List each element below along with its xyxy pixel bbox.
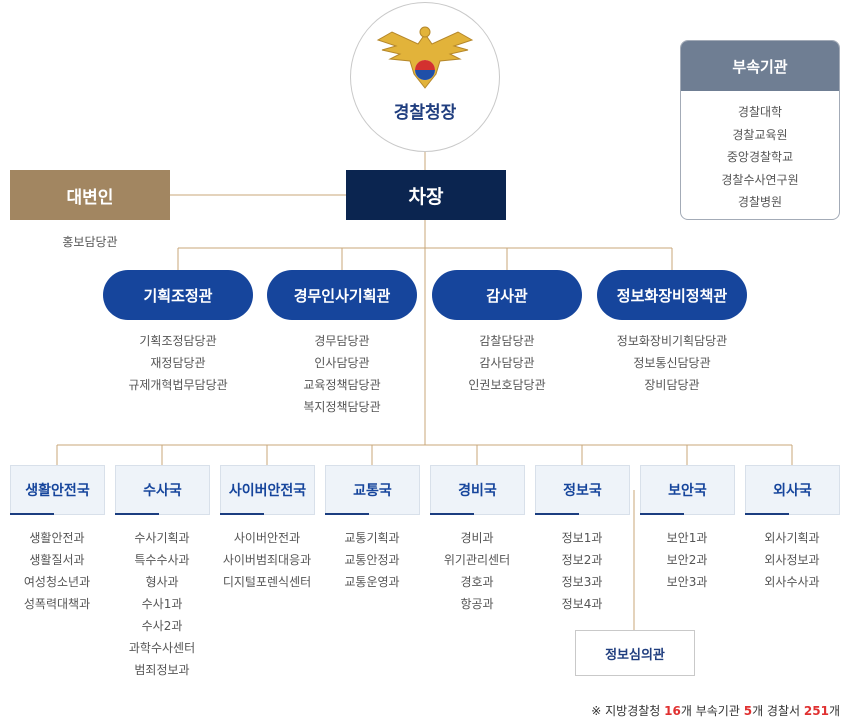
- office-item: 정보통신담당관: [633, 356, 711, 370]
- division-item: 교통기획과: [344, 531, 400, 545]
- deputy-commissioner-box[interactable]: 차장: [346, 170, 506, 220]
- office-personnel-planning-list: 경무담당관 인사담당관 교육정책담당관 복지정책담당관: [257, 330, 427, 418]
- bureau-underline: [325, 513, 369, 515]
- office-item: 규제개혁법무담당관: [128, 378, 228, 392]
- affiliated-agencies-panel: 부속기관 경찰대학 경찰교육원 중앙경찰학교 경찰수사연구원 경찰병원: [680, 40, 840, 220]
- division-item: 여성청소년과: [23, 575, 91, 589]
- intelligence-review-officer-box[interactable]: 정보심의관: [575, 630, 695, 676]
- footnote-count-affiliated: 5: [743, 704, 753, 718]
- division-item: 교통운영과: [344, 575, 400, 589]
- office-item: 정보화장비기획담당관: [616, 334, 728, 348]
- affiliated-agency-item[interactable]: 경찰교육원: [732, 127, 788, 142]
- division-item: 특수수사과: [134, 553, 190, 567]
- division-item: 정보2과: [561, 553, 603, 567]
- bureau-underline: [430, 513, 474, 515]
- division-item: 경비과: [460, 531, 494, 545]
- office-item: 감찰담당관: [479, 334, 535, 348]
- division-item: 보안3과: [666, 575, 708, 589]
- bureau-foreign-affairs-list: 외사기획과 외사정보과 외사수사과: [732, 527, 850, 593]
- office-item: 장비담당관: [644, 378, 700, 392]
- bureau-community-safety-list: 생활안전과 생활질서과 여성청소년과 성폭력대책과: [0, 527, 117, 615]
- spokesman-box[interactable]: 대변인: [10, 170, 170, 220]
- division-item: 정보4과: [561, 597, 603, 611]
- bureau-public-security[interactable]: 보안국: [640, 465, 735, 515]
- footnote-count-regional: 16: [664, 704, 681, 718]
- bureau-security[interactable]: 경비국: [430, 465, 525, 515]
- office-item: 감사담당관: [479, 356, 535, 370]
- division-item: 수사기획과: [134, 531, 190, 545]
- footnote-prefix: ※ 지방경찰청: [591, 704, 661, 718]
- division-item: 수사2과: [141, 619, 183, 633]
- office-planning-coordination[interactable]: 기획조정관: [103, 270, 253, 320]
- bureau-intelligence[interactable]: 정보국: [535, 465, 630, 515]
- division-item: 과학수사센터: [128, 641, 196, 655]
- spokesman-item: 홍보담당관: [62, 234, 118, 249]
- affiliated-agency-item[interactable]: 중앙경찰학교: [726, 150, 794, 164]
- division-item: 외사수사과: [764, 575, 820, 589]
- office-audit[interactable]: 감사관: [432, 270, 582, 320]
- bureau-underline: [10, 513, 54, 515]
- division-item: 사이버안전과: [233, 531, 301, 545]
- office-item: 경무담당관: [314, 334, 370, 348]
- police-eagle-emblem-icon: [376, 26, 474, 89]
- bureau-investigation[interactable]: 수사국: [115, 465, 210, 515]
- office-it-equipment-policy[interactable]: 정보화장비정책관: [597, 270, 747, 320]
- division-item: 경호과: [460, 575, 494, 589]
- division-item: 형사과: [145, 575, 179, 589]
- bureau-underline: [640, 513, 684, 515]
- division-item: 디지털포렌식센터: [222, 575, 312, 589]
- office-personnel-planning[interactable]: 경무인사기획관: [267, 270, 417, 320]
- office-item: 인사담당관: [314, 356, 370, 370]
- office-audit-list: 감찰담당관 감사담당관 인권보호담당관: [422, 330, 592, 396]
- bureau-investigation-list: 수사기획과 특수수사과 형사과 수사1과 수사2과 과학수사센터 범죄정보과: [102, 527, 222, 681]
- bureau-underline: [535, 513, 579, 515]
- division-item: 정보1과: [561, 531, 603, 545]
- affiliated-agency-item[interactable]: 경찰대학: [737, 105, 783, 119]
- affiliated-agencies-title: 부속기관: [681, 41, 839, 91]
- footnote-count-stations: 251: [803, 704, 829, 718]
- bureau-underline: [220, 513, 264, 515]
- bureau-foreign-affairs[interactable]: 외사국: [745, 465, 840, 515]
- footnote-text: 개 경찰서: [752, 704, 801, 718]
- bureau-underline: [115, 513, 159, 515]
- division-item: 보안1과: [666, 531, 708, 545]
- bureau-community-safety[interactable]: 생활안전국: [10, 465, 105, 515]
- division-item: 생활안전과: [29, 531, 85, 545]
- office-item: 복지정책담당관: [303, 400, 381, 414]
- affiliated-agency-item[interactable]: 경찰병원: [737, 195, 783, 209]
- division-item: 외사정보과: [764, 553, 820, 567]
- bureau-traffic[interactable]: 교통국: [325, 465, 420, 515]
- division-item: 범죄정보과: [134, 663, 190, 677]
- division-item: 생활질서과: [29, 553, 85, 567]
- division-item: 교통안정과: [344, 553, 400, 567]
- bureau-cyber-safety-list: 사이버안전과 사이버범죄대응과 디지털포렌식센터: [207, 527, 327, 593]
- office-planning-coordination-list: 기획조정담당관 재정담당관 규제개혁법무담당관: [93, 330, 263, 396]
- division-item: 외사기획과: [764, 531, 820, 545]
- division-item: 수사1과: [141, 597, 183, 611]
- commissioner-label: 경찰청장: [393, 102, 457, 123]
- division-item: 정보3과: [561, 575, 603, 589]
- bureau-underline: [745, 513, 789, 515]
- office-item: 재정담당관: [150, 356, 206, 370]
- affiliated-agencies-list: 경찰대학 경찰교육원 중앙경찰학교 경찰수사연구원 경찰병원: [681, 101, 839, 214]
- affiliated-agency-item[interactable]: 경찰수사연구원: [721, 172, 799, 187]
- bureau-intelligence-list: 정보1과 정보2과 정보3과 정보4과: [522, 527, 642, 615]
- division-item: 사이버범죄대응과: [222, 553, 312, 567]
- office-item: 인권보호담당관: [468, 378, 546, 392]
- bureau-cyber-safety[interactable]: 사이버안전국: [220, 465, 315, 515]
- bureau-public-security-list: 보안1과 보안2과 보안3과: [627, 527, 747, 593]
- bureau-security-list: 경비과 위기관리센터 경호과 항공과: [417, 527, 537, 615]
- division-item: 항공과: [460, 597, 494, 611]
- division-item: 성폭력대책과: [23, 597, 91, 611]
- office-item: 기획조정담당관: [139, 334, 217, 348]
- division-item: 보안2과: [666, 553, 708, 567]
- footnote: ※ 지방경찰청 16개 부속기관 5개 경찰서 251개: [470, 702, 840, 719]
- footnote-text: 개: [828, 704, 840, 718]
- footnote-text: 개 부속기관: [680, 704, 740, 718]
- division-item: 위기관리센터: [443, 553, 511, 567]
- office-item: 교육정책담당관: [303, 378, 381, 392]
- office-it-equipment-policy-list: 정보화장비기획담당관 정보통신담당관 장비담당관: [587, 330, 757, 396]
- bureau-traffic-list: 교통기획과 교통안정과 교통운영과: [312, 527, 432, 593]
